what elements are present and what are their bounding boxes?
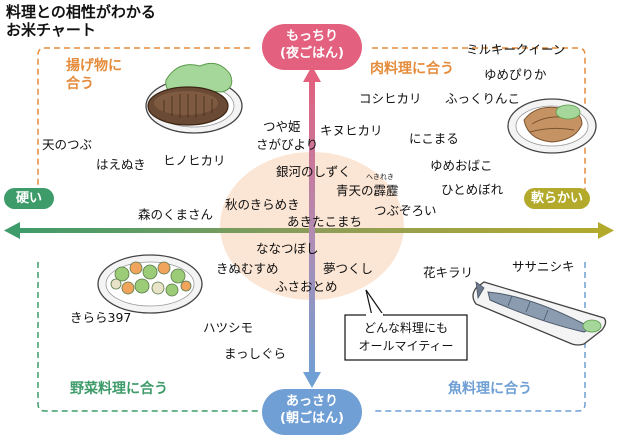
- callout-pointer: [365, 289, 386, 317]
- right-axis-pill: [524, 188, 590, 209]
- rice-milky-queen: ミルキークイーン: [466, 42, 566, 57]
- rice-fusaotome: ふさおとめ: [275, 279, 338, 294]
- vertical-axis: [309, 76, 315, 378]
- rice-akitakomachi: あきたこまち: [287, 214, 363, 229]
- rice-hitomebore: ひとめぼれ: [441, 182, 504, 197]
- left-arrow-head: [4, 222, 20, 239]
- up-arrow-head: [303, 66, 321, 82]
- top-axis-pill: [262, 24, 362, 70]
- rice-kinuhikari: キヌヒカリ: [320, 123, 383, 138]
- right-axis-label: 軟らかい: [530, 191, 583, 206]
- top-axis-label-line2: (夜ごはん): [280, 46, 344, 61]
- top-axis-label-line1: もっちり: [285, 29, 338, 44]
- rice-hekireki-ruby: へきれき: [366, 173, 394, 181]
- frame-top-right: [372, 47, 586, 190]
- vegetable-dish-plate-icon: [97, 254, 203, 314]
- rice-yumeobako: ゆめおばこ: [430, 158, 493, 173]
- left-axis-pill: [4, 188, 54, 209]
- bottom-axis-pill: [262, 389, 362, 435]
- rice-kirara397: きらら397: [70, 310, 132, 325]
- rice-tsuyahime: つや姫: [263, 119, 301, 134]
- rice-hinohikari: ヒノヒカリ: [163, 153, 226, 168]
- meat-dish-plate-icon: [507, 98, 597, 154]
- rice-tsubuzoroi: つぶぞろい: [374, 203, 437, 218]
- rice-seiten-hekireki: 青天の霹靂: [336, 183, 399, 198]
- grilled-fish-plate-icon: [472, 281, 607, 346]
- rice-akinokirameki: 秋のきらめき: [225, 197, 300, 212]
- quadrant-label-meat: 肉料理に合う: [370, 61, 454, 77]
- rice-tennotsubu: 天のつぶ: [42, 137, 93, 152]
- callout-text-line2: オールマイティー: [358, 339, 454, 353]
- left-axis-label: 硬い: [15, 191, 42, 206]
- rice-hatsushimo: ハツシモ: [203, 320, 254, 335]
- rice-haenuki: はえぬき: [96, 157, 146, 172]
- frame-bottom-right: [372, 262, 586, 412]
- quadrant-label-fried-line2: 合う: [66, 76, 94, 92]
- rice-koshihikari: コシヒカリ: [359, 91, 422, 106]
- right-arrow-head: [598, 222, 614, 239]
- rice-morinokumasan: 森のくまさん: [138, 207, 214, 222]
- rice-nanatsuboshi: ななつぼし: [256, 241, 319, 256]
- frame-bottom-left: [37, 262, 258, 412]
- frame-top-left: [37, 47, 250, 190]
- callout-box: [344, 314, 468, 361]
- fried-cutlet-plate-icon: [145, 62, 243, 134]
- rice-gingano-shizuku: 銀河のしずく: [276, 164, 351, 179]
- chart-title-line2: お米チャート: [6, 21, 96, 39]
- rice-yumepirika: ゆめぴりか: [484, 67, 547, 82]
- rice-masshigura: まっしぐら: [224, 346, 287, 361]
- quadrant-label-fried-line1: 揚げ物に: [66, 58, 122, 74]
- rice-fukkurinko: ふっくりんこ: [445, 91, 521, 106]
- quadrant-label-fish: 魚料理に合う: [448, 381, 532, 397]
- rice-hanakirari: 花キラリ: [423, 265, 474, 280]
- rice-kinumusume: きぬむすめ: [216, 261, 279, 276]
- rice-sagabiyori: さがびより: [256, 137, 319, 152]
- rice-yumetsukushi: 夢つくし: [323, 261, 374, 276]
- callout-text-line1: どんな料理にも: [363, 321, 448, 335]
- quadrant-label-vegetable: 野菜料理に合う: [70, 381, 168, 397]
- rice-sasanishiki: ササニシキ: [512, 259, 575, 274]
- rice-nikomaru: にこまる: [409, 131, 459, 146]
- bottom-axis-label-line2: (朝ごはん): [280, 411, 344, 426]
- chart-title-line1: 料理との相性がわかる: [6, 3, 156, 21]
- bottom-axis-label-line1: あっさり: [285, 394, 338, 409]
- down-arrow-head: [303, 372, 321, 388]
